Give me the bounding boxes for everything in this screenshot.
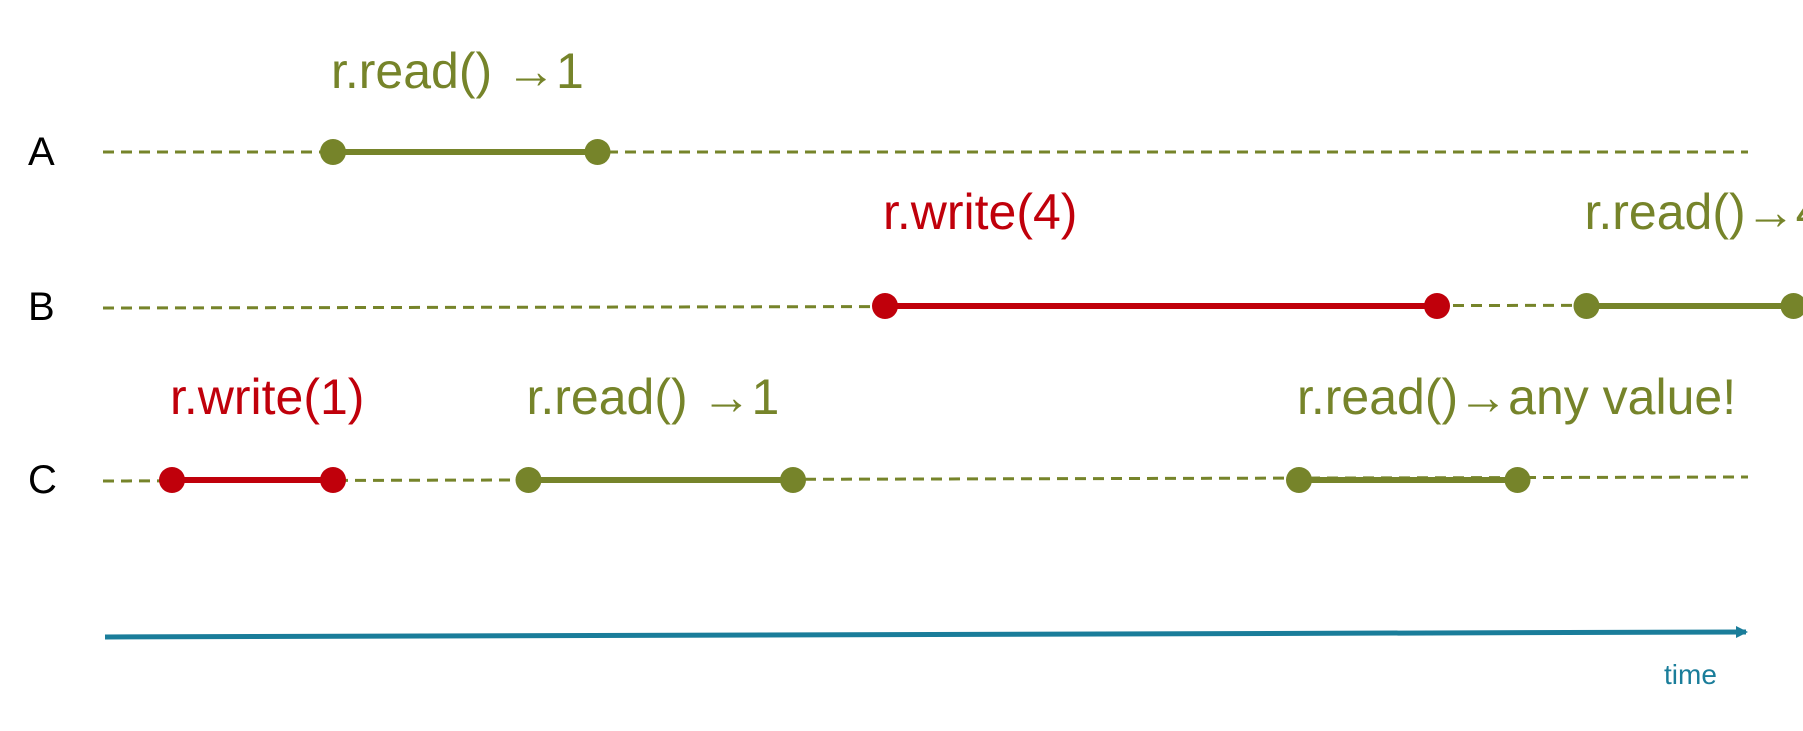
time-axis: time: [104, 626, 1748, 690]
process-b-read-op-2-label: r.read()→4: [1585, 184, 1803, 240]
process-b-write-op-1-start-point: [872, 293, 898, 319]
process-c-write-op-1-end-point: [320, 467, 346, 493]
process-c-read-op-2-end-point: [780, 467, 806, 493]
process-b-dashed-line: [102, 303, 1749, 310]
process-b-label: B: [28, 285, 55, 329]
time-axis-label: time: [1664, 659, 1717, 690]
process-c-read-op-3-start-point: [1286, 467, 1312, 493]
process-a-read-op-1-label: r.read() →1: [331, 43, 584, 99]
process-a-label: A: [28, 130, 55, 174]
process-c-read-op-3-end-point: [1504, 467, 1531, 493]
process-c-write-op-1-label: r.write(1): [170, 369, 364, 425]
process-b-write-op-1-label: r.write(4): [883, 184, 1077, 240]
process-b-read-op-2-end-point: [1780, 293, 1803, 319]
process-c-write-op-1-start-point: [159, 467, 185, 493]
operations: r.read() →1 r.write(4) r.read()→4 r.write(1…: [159, 43, 1803, 493]
process-c-read-op-3-label: r.read()→any value!: [1297, 369, 1736, 425]
process-a-read-op-1-end-point: [584, 139, 611, 165]
process-a-timeline: A: [28, 130, 1748, 174]
process-b-timeline: B: [28, 285, 1749, 329]
process-a-read-op-1-start-point: [320, 139, 346, 165]
process-c-read-op-2-label: r.read() →1: [527, 369, 780, 425]
process-b-write-op-1-end-point: [1424, 293, 1450, 319]
process-c-label: C: [28, 458, 57, 502]
time-axis-arrow: [104, 626, 1748, 640]
process-b-read-op-2-start-point: [1573, 293, 1600, 319]
process-c-read-op-2-start-point: [515, 467, 542, 493]
